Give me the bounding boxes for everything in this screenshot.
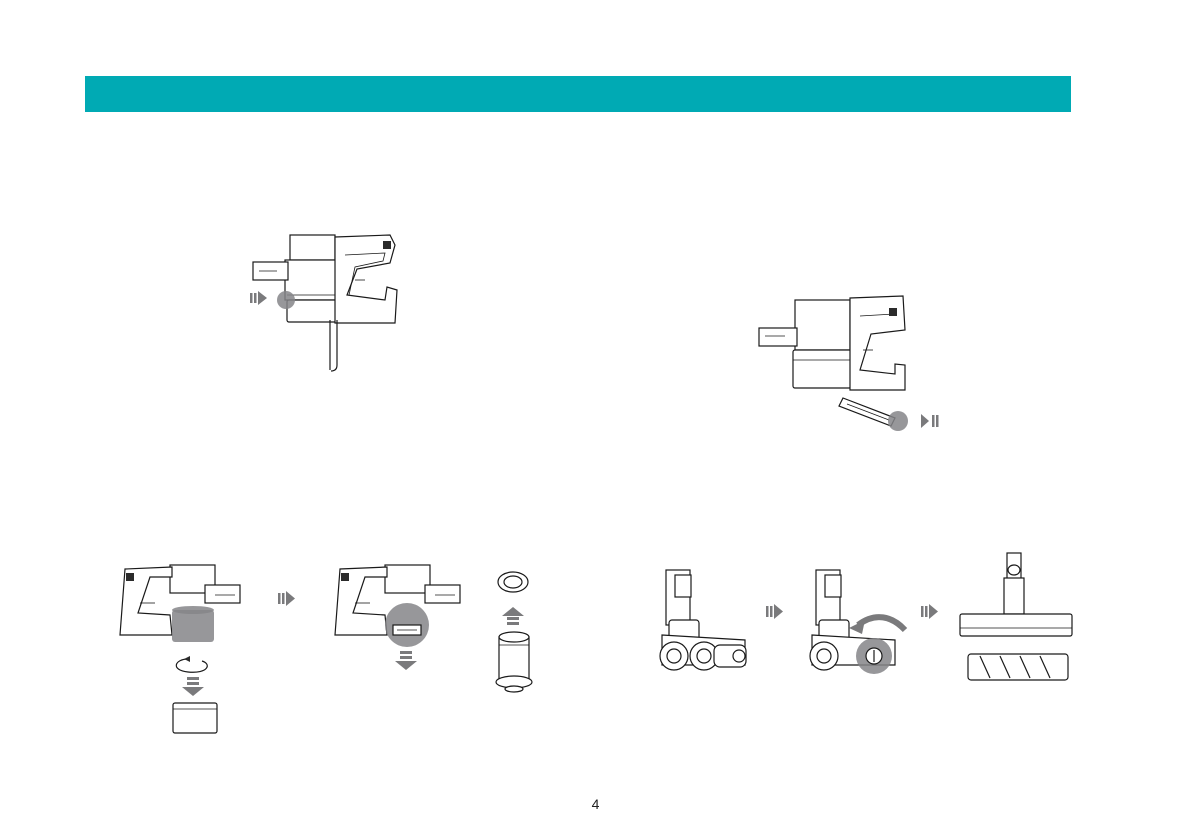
step-unit-1 [120,565,240,733]
filter-cartridge [839,398,895,426]
brush-head-step-3 [960,553,1072,680]
figure-bin-latch [245,225,420,375]
next-arrow [921,604,938,619]
insert-arrow [921,414,939,428]
figure-empty-bin [110,555,570,740]
next-arrow [278,591,295,606]
next-arrow [766,604,783,619]
page-number: 4 [0,796,1191,812]
filter-parts [496,572,532,692]
brush-head-step-1 [660,570,746,670]
vacuum-body-illustration [759,296,905,390]
figure-brush-head [650,550,1090,685]
brush-head-step-2 [810,570,905,674]
vacuum-body-illustration [253,235,397,371]
release-arrow [250,291,267,305]
section-header-bar [85,76,1071,112]
latch-highlight [277,291,295,309]
filter-highlight [888,411,908,431]
figure-filter-insert [755,290,955,440]
step-unit-2 [335,565,460,670]
